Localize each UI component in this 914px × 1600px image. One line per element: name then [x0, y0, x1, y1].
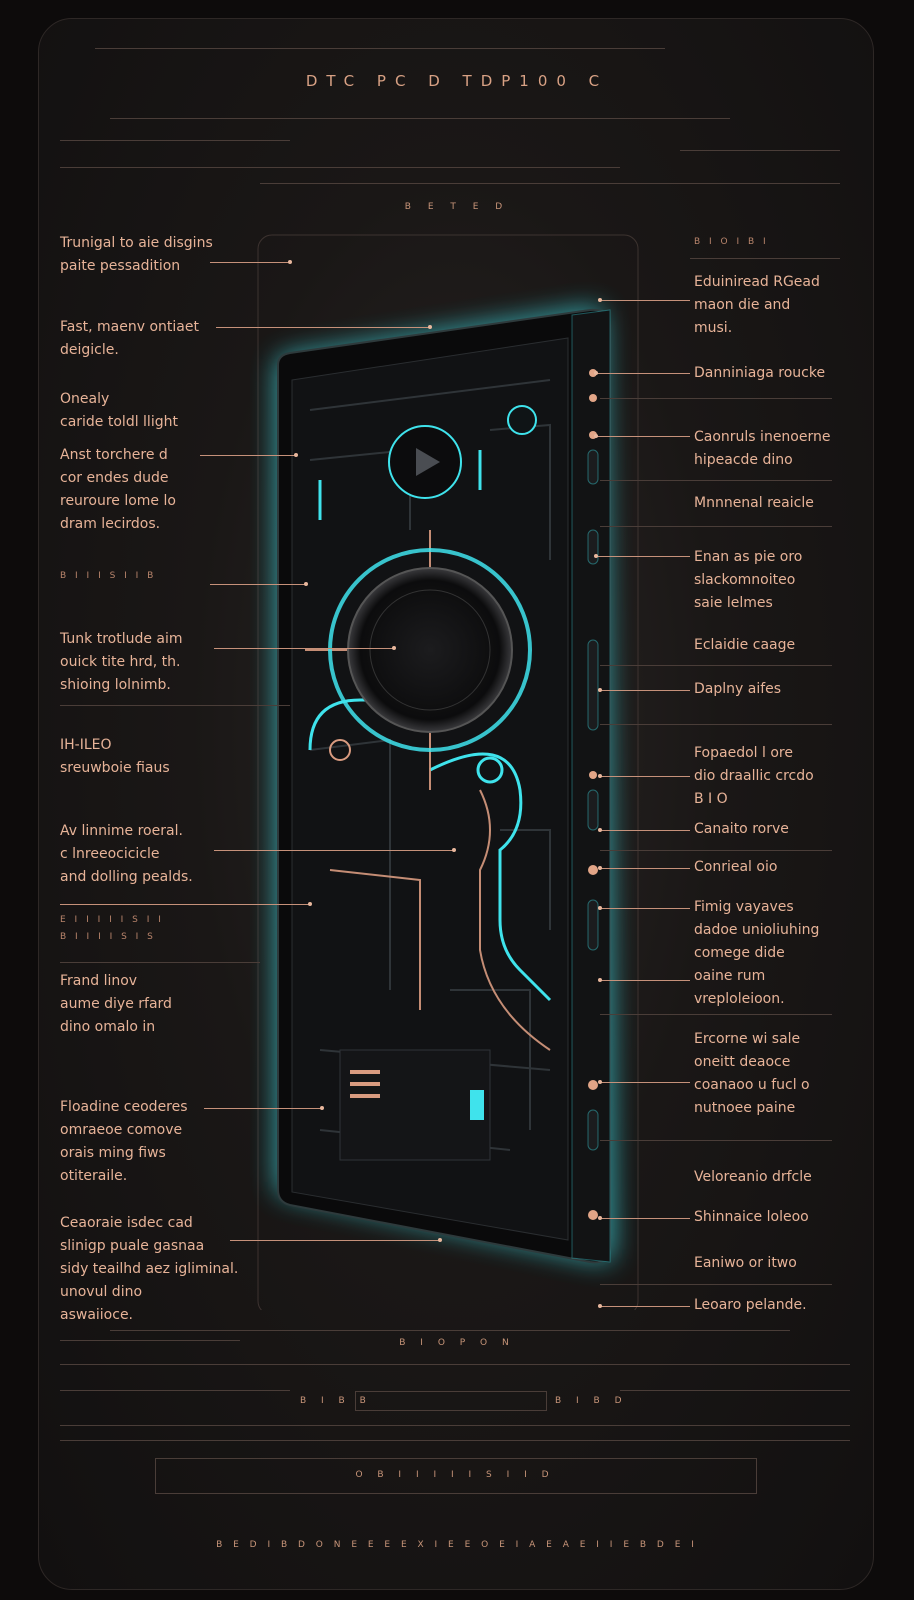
callout-left-5: B I I I S I I B — [60, 571, 157, 581]
leader-line — [594, 371, 690, 375]
header-rule — [60, 140, 290, 141]
divider — [60, 1340, 240, 1341]
footer-rule — [60, 1390, 290, 1391]
divider — [600, 526, 832, 527]
play-icon — [388, 425, 462, 499]
callout-left-7: IH-ILEO sreuwboie fiaus — [60, 737, 170, 776]
code-box — [155, 1458, 757, 1494]
callout-left-9: E I I I I I S I I B I I I I S I S — [60, 915, 164, 942]
leader-line — [598, 688, 690, 692]
callout-right-3: Danniniaga roucke — [694, 365, 826, 381]
progress-box — [355, 1391, 547, 1411]
leader-line — [230, 1238, 442, 1242]
callout-right-13: Ercorne wi sale oneitt deaoce coanaoo u … — [694, 1031, 810, 1116]
callout-right-2: Eduiniread RGead maon die and musi. — [694, 274, 820, 336]
callout-right-16: Eaniwo or itwo — [694, 1255, 797, 1271]
page-title: DTC PC D TDP100 C — [305, 72, 609, 90]
callout-right-1: B I O I B I — [694, 237, 769, 247]
divider — [60, 962, 260, 963]
footer-bar-left: B I B B — [300, 1396, 372, 1406]
leader-line — [594, 434, 690, 438]
device-svg — [257, 234, 639, 1310]
leader-line — [598, 828, 690, 832]
callout-left-1: Trunigal to aie disgins paite pessaditio… — [60, 235, 213, 274]
header-rule — [95, 48, 665, 49]
page-subtitle: B E T E D — [404, 202, 510, 212]
callout-left-3: Onealy caride toldl llight — [60, 391, 178, 430]
divider — [690, 258, 840, 259]
leader-line — [214, 848, 456, 852]
divider — [600, 1014, 832, 1015]
leader-line — [214, 646, 396, 650]
leader-line — [594, 554, 690, 558]
callout-right-15: Shinnaice loleoo — [694, 1209, 809, 1225]
divider — [600, 480, 832, 481]
callout-left-4: Anst torchere d cor endes dude reuroure … — [60, 447, 176, 532]
divider — [600, 1284, 832, 1285]
callout-right-17: Leoaro pelande. — [694, 1297, 807, 1313]
callout-right-4: Caonruls inenoerne hipeacde dino — [694, 429, 831, 468]
callout-right-10: Canaito rorve — [694, 821, 789, 837]
speaker-icon — [328, 530, 532, 770]
camera-lens-icon — [507, 405, 537, 435]
footer-code: B I O P O N — [399, 1338, 515, 1348]
leader-line — [598, 1304, 690, 1308]
leader-line — [598, 1080, 690, 1084]
header-rule — [60, 167, 620, 168]
code-box-text: O B I I I I I S I I D — [355, 1470, 555, 1480]
device-illustration — [250, 230, 640, 1310]
callout-left-8: Av linnime roeral. c lnreeocicicle and d… — [60, 823, 193, 885]
header-rule — [680, 150, 840, 151]
leader-line — [598, 1216, 690, 1220]
leader-line — [598, 774, 690, 778]
callout-left-11: Floadine ceoderes omraeoe comove orais m… — [60, 1099, 188, 1184]
leader-line — [598, 866, 690, 870]
callout-right-11: Conrieal oio — [694, 859, 778, 875]
callout-right-12: Fimig vayaves dadoe unioliuhing comege d… — [694, 899, 820, 1007]
callout-right-14: Veloreanio drfcle — [694, 1169, 812, 1185]
leader-line — [210, 260, 292, 264]
header-rule — [110, 118, 730, 119]
footer-rule — [110, 1330, 790, 1331]
footer-bottom-line: B E D I B D O N E E E E X I E E O E I A … — [216, 1540, 698, 1550]
header-rule — [260, 183, 840, 184]
footer-rule — [60, 1440, 850, 1441]
leader-line — [204, 1106, 324, 1110]
leader-line — [598, 906, 690, 910]
leader-line — [216, 325, 432, 329]
divider — [600, 665, 832, 666]
divider — [60, 705, 290, 706]
callout-left-6: Tunk trotlude aim ouick tite hrd, th. sh… — [60, 631, 183, 693]
divider — [600, 850, 832, 851]
leader-line — [210, 582, 308, 586]
callout-left-10: Frand linov aume diye rfard dino omalo i… — [60, 973, 172, 1035]
callout-left-12: Ceaoraie isdec cad slinigp puale gasnaa … — [60, 1215, 239, 1323]
callout-right-8: Daplny aifes — [694, 681, 782, 697]
leader-line — [200, 453, 298, 457]
footer-bar-right: B I B D — [555, 1396, 628, 1406]
callout-left-2: Fast, maenv ontiaet deigicle. — [60, 319, 199, 358]
callout-right-6: Enan as pie oro slackomnoiteo saie lelme… — [694, 549, 803, 611]
divider — [600, 1140, 832, 1141]
footer-rule — [60, 1364, 850, 1365]
callout-right-9: Fopaedol l ore dio draallic crcdo B I O — [694, 745, 814, 807]
leader-line — [598, 298, 690, 302]
callout-right-7: Eclaidie caage — [694, 637, 796, 653]
divider — [600, 724, 832, 725]
callout-right-5: Mnnnenal reaicle — [694, 495, 814, 511]
leader-line — [60, 902, 312, 906]
leader-line — [598, 978, 690, 982]
divider — [600, 398, 832, 399]
footer-rule — [60, 1425, 850, 1426]
footer-rule — [620, 1390, 850, 1391]
